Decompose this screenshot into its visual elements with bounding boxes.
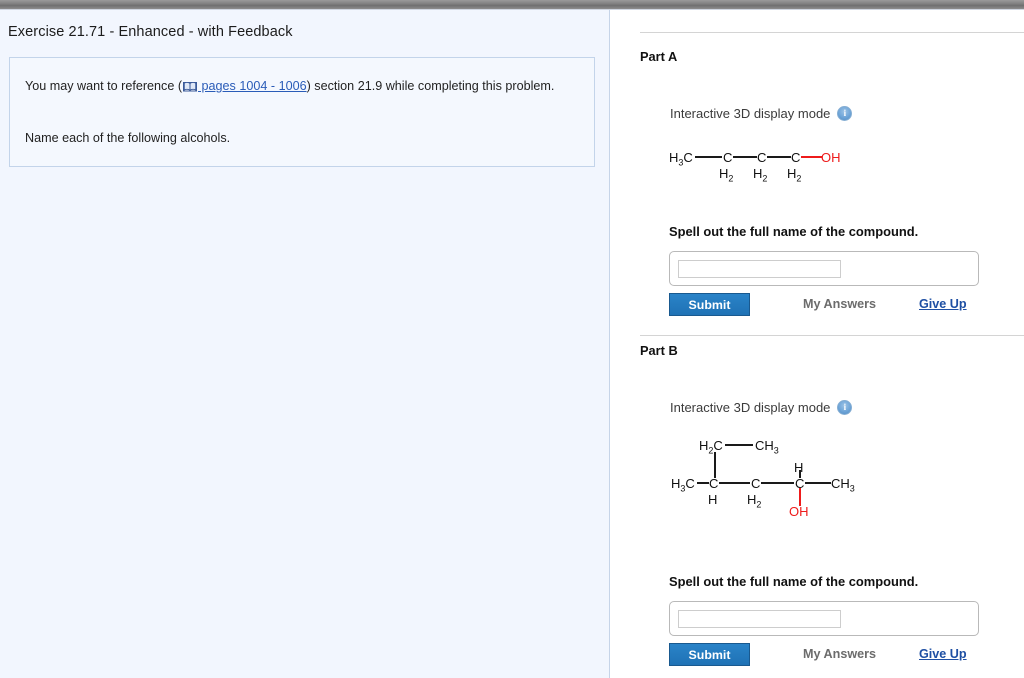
part-b-answer-input[interactable]	[678, 610, 841, 628]
part-b-question: Spell out the full name of the compound.	[669, 574, 919, 589]
info-icon[interactable]: i	[837, 400, 853, 415]
molecule-bond	[725, 444, 753, 446]
molecule-bond	[714, 452, 716, 478]
reference-statement: You may want to reference ( pages 1004 -…	[25, 78, 581, 97]
molecule-atom-label: C	[795, 476, 805, 491]
part-b-answer-shell[interactable]	[669, 601, 979, 636]
molecule-atom-label: C	[751, 476, 761, 491]
molecule-bond	[801, 156, 822, 158]
reference-suffix-text: ) section 21.9 while completing this pro…	[306, 79, 555, 93]
part-b-submit-button[interactable]: Submit	[669, 643, 750, 666]
molecule-atom-label: H2	[787, 166, 802, 184]
part-a-divider	[640, 32, 1024, 33]
molecule-atom-label: C	[791, 150, 801, 165]
part-b-display-mode-label: Interactive 3D display mode	[670, 400, 831, 415]
molecule-atom-label: C	[757, 150, 767, 165]
molecule-atom-label: H	[708, 492, 718, 507]
part-a-submit-button[interactable]: Submit	[669, 293, 750, 316]
reference-pages-link[interactable]: pages 1004 - 1006	[198, 79, 307, 93]
part-a-answer-shell[interactable]	[669, 251, 979, 286]
part-b-give-up-link[interactable]: Give Up	[919, 647, 967, 661]
molecule-atom-label: C	[709, 476, 719, 491]
molecule-bond	[695, 156, 722, 158]
molecule-atom-label: CH3	[831, 476, 855, 494]
molecule-bond	[805, 482, 831, 484]
molecule-atom-label: H2C	[699, 438, 723, 456]
molecule-atom-label: H3C	[669, 150, 693, 168]
problem-panel: Exercise 21.71 - Enhanced - with Feedbac…	[0, 10, 610, 678]
molecule-atom-label: H2	[753, 166, 768, 184]
part-b-divider	[640, 335, 1024, 336]
page-title: Exercise 21.71 - Enhanced - with Feedbac…	[8, 24, 293, 40]
book-icon	[183, 80, 198, 97]
part-a-answer-input[interactable]	[678, 260, 841, 278]
molecule-atom-label: C	[723, 150, 733, 165]
problem-instruction: Name each of the following alcohols.	[25, 131, 231, 145]
part-a-display-mode-row: Interactive 3D display mode i	[670, 106, 853, 121]
part-a-give-up-link[interactable]: Give Up	[919, 297, 967, 311]
molecule-bond	[733, 156, 757, 158]
molecule-bond	[799, 488, 801, 506]
molecule-bond	[767, 156, 791, 158]
problem-statement-box: You may want to reference ( pages 1004 -…	[9, 57, 595, 167]
molecule-bond	[719, 482, 750, 484]
molecule-atom-label: H2	[747, 492, 762, 510]
molecule-atom-label: H3C	[671, 476, 695, 494]
part-b-my-answers-link[interactable]: My Answers	[803, 647, 877, 661]
molecule-atom-label: OH	[789, 504, 809, 519]
browser-chrome-bar	[0, 0, 1024, 10]
part-a-label: Part A	[640, 49, 678, 64]
part-a-display-mode-label: Interactive 3D display mode	[670, 106, 831, 121]
part-b-label: Part B	[640, 343, 678, 358]
molecule-atom-label: H2	[719, 166, 734, 184]
molecule-atom-label: OH	[821, 150, 841, 165]
part-a-question: Spell out the full name of the compound.	[669, 224, 919, 239]
answer-panel: Part A Interactive 3D display mode i H3C…	[611, 10, 1024, 678]
reference-prefix-text: You may want to reference (	[25, 79, 183, 93]
info-icon[interactable]: i	[837, 106, 853, 121]
part-b-display-mode-row: Interactive 3D display mode i	[670, 400, 853, 415]
molecule-atom-label: H	[794, 460, 804, 475]
molecule-bond	[761, 482, 794, 484]
molecule-bond	[799, 470, 801, 478]
molecule-bond	[697, 482, 709, 484]
part-a-my-answers-link[interactable]: My Answers	[803, 297, 877, 311]
molecule-atom-label: CH3	[755, 438, 779, 456]
